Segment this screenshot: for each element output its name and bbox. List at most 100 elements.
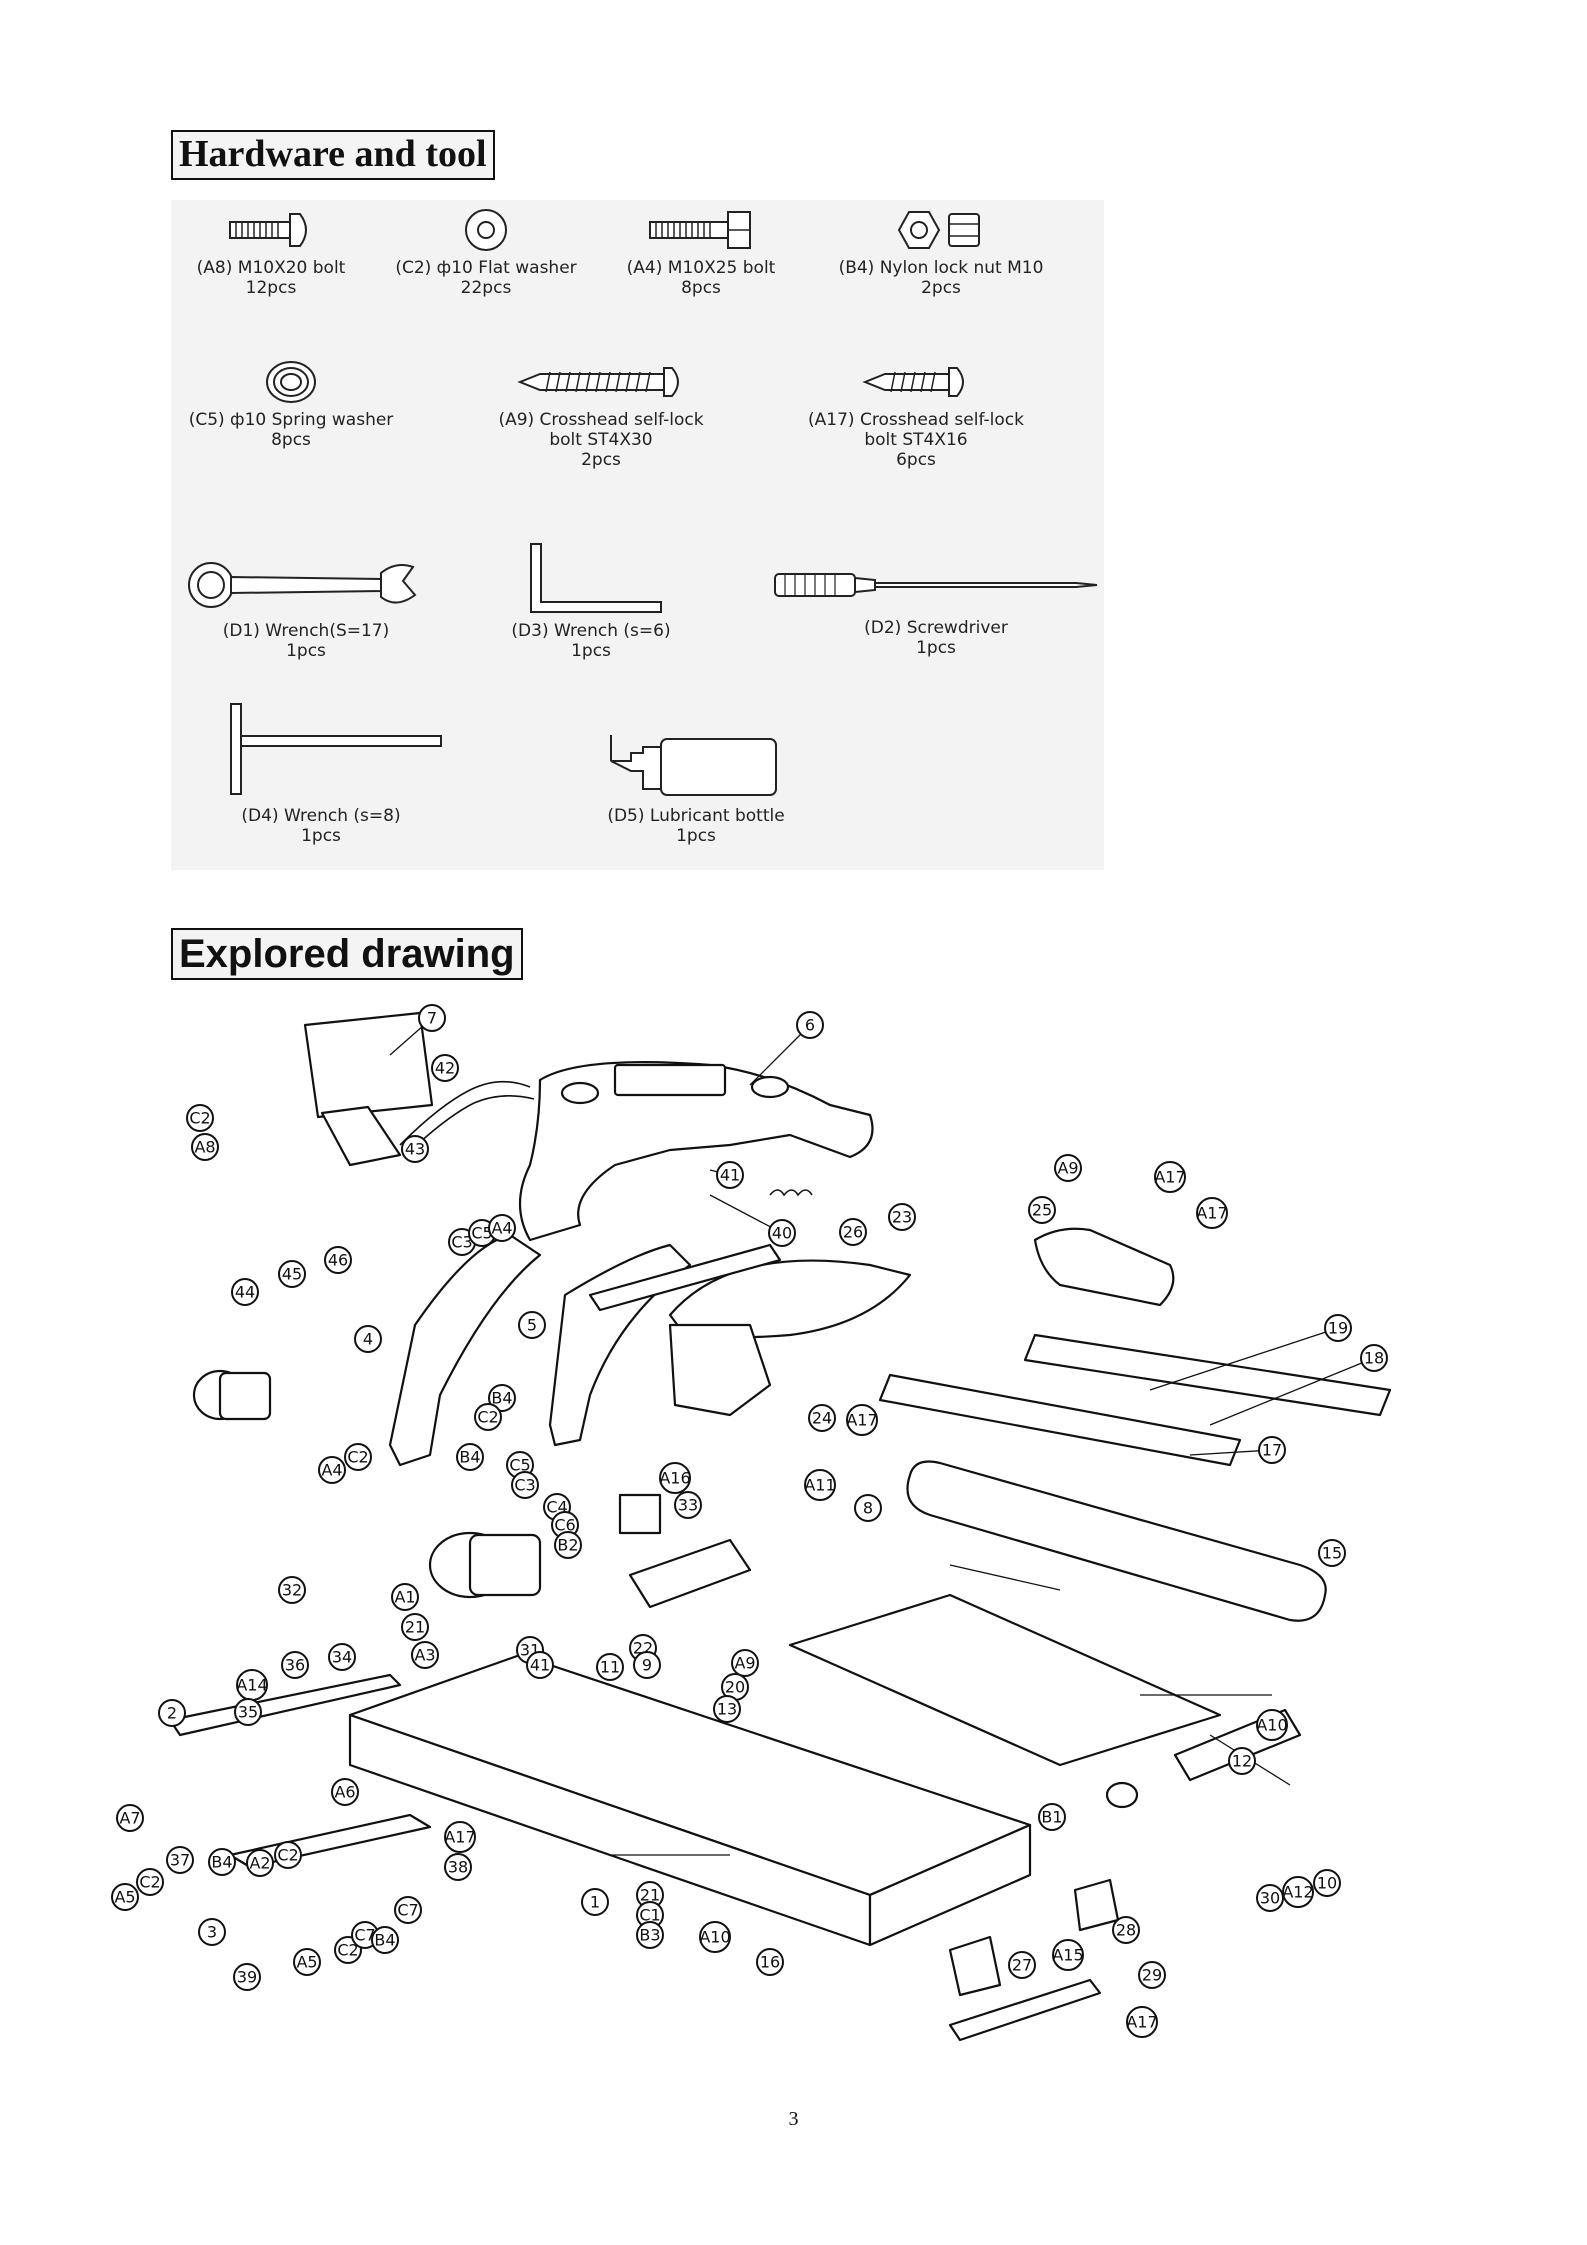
callout-circle — [371, 1926, 399, 1954]
console-body — [518, 1061, 874, 1242]
page-number: 3 — [788, 2108, 799, 2130]
callout-circle — [511, 1471, 539, 1499]
item-qty: 1pcs — [571, 641, 611, 661]
callout-label: C2 — [189, 1109, 210, 1128]
callout-circle — [1052, 1939, 1084, 1971]
callout-label: 4 — [363, 1330, 373, 1349]
part-callout: 27 — [1008, 1951, 1036, 1979]
callout-label: 36 — [285, 1656, 305, 1675]
part-callout: 11 — [596, 1653, 624, 1681]
lock-nut-icon — [897, 211, 980, 249]
item-qty: 1pcs — [916, 638, 956, 658]
part-callout: A9 — [1054, 1154, 1082, 1182]
part-callout: A17 — [846, 1404, 878, 1436]
callout-label: 38 — [448, 1858, 468, 1877]
callout-circle — [281, 1651, 309, 1679]
bolt-icon — [229, 213, 307, 247]
callout-circle — [716, 1161, 744, 1189]
callout-label: 3 — [207, 1923, 217, 1942]
callout-label: 29 — [1142, 1966, 1162, 1985]
callout-label: B3 — [639, 1926, 660, 1945]
part-callout: 24 — [808, 1404, 836, 1432]
callout-label: A3 — [414, 1646, 435, 1665]
callout-label: A17 — [1126, 2013, 1157, 2032]
motor-cover-side — [668, 1323, 772, 1417]
callout-label: A10 — [1256, 1716, 1287, 1735]
callout-circle — [331, 1778, 359, 1806]
part-callout: A1 — [391, 1583, 419, 1611]
callout-label: 11 — [600, 1658, 620, 1677]
part-callout: 46 — [324, 1246, 352, 1274]
incline-motor-body — [218, 1371, 272, 1421]
item-label: (A17) Crosshead self-lock — [808, 410, 1024, 430]
callout-circle — [674, 1491, 702, 1519]
callout-circle — [768, 1219, 796, 1247]
callout-circle — [1196, 1197, 1228, 1229]
callout-label: 45 — [282, 1265, 302, 1284]
callout-circle — [526, 1651, 554, 1679]
callout-label: A5 — [114, 1888, 135, 1907]
callout-circle — [518, 1311, 546, 1339]
callout-label: A15 — [1052, 1946, 1083, 1965]
callout-label: 35 — [238, 1703, 258, 1722]
callout-label: 41 — [530, 1656, 550, 1675]
callout-label: B2 — [557, 1536, 578, 1555]
part-callout: 1 — [581, 1888, 609, 1916]
callout-label: C5 — [509, 1456, 530, 1475]
running-deck — [788, 1593, 1222, 1767]
part-callout: A9 — [731, 1649, 759, 1677]
callout-label: C2 — [139, 1873, 160, 1892]
part-callout: 3 — [198, 1918, 226, 1946]
callout-circle — [208, 1848, 236, 1876]
callout-label: 46 — [328, 1251, 348, 1270]
callout-circle — [418, 1004, 446, 1032]
callout-label: 25 — [1032, 1201, 1052, 1220]
callout-circle — [231, 1278, 259, 1306]
callout-circle — [1154, 1161, 1186, 1193]
bolt-icon — [649, 211, 751, 249]
item-label: (B4) Nylon lock nut M10 — [838, 258, 1044, 278]
part-callout: A17 — [1196, 1197, 1228, 1229]
hardware-item-a17: (A17) Crosshead self-lock bolt ST4X16 6p… — [781, 360, 1051, 470]
callout-circle — [846, 1404, 878, 1436]
callout-label: 20 — [725, 1678, 745, 1697]
callout-circle — [391, 1583, 419, 1611]
console-speaker-left — [560, 1081, 600, 1105]
callout-label: 10 — [1317, 1874, 1337, 1893]
callout-circle — [1138, 1961, 1166, 1989]
end-cap — [1033, 1227, 1175, 1307]
callout-circle — [1360, 1344, 1388, 1372]
callout-circle — [804, 1469, 836, 1501]
callout-circle — [1112, 1916, 1140, 1944]
rear-cap-right — [1073, 1878, 1120, 1932]
callout-label: 21 — [640, 1886, 660, 1905]
hardware-item-a8: (A8) M10X20 bolt 12pcs — [171, 208, 371, 298]
callout-label: C1 — [639, 1906, 660, 1925]
item-qty: 8pcs — [681, 278, 721, 298]
callout-label: 40 — [772, 1224, 792, 1243]
callout-label: B4 — [459, 1448, 480, 1467]
part-callout: 9 — [633, 1651, 661, 1679]
callout-label: C6 — [554, 1516, 575, 1535]
callout-circle — [888, 1203, 916, 1231]
callout-label: A8 — [194, 1138, 215, 1157]
callout-label: 32 — [282, 1581, 302, 1600]
callout-circle — [431, 1054, 459, 1082]
item-label: (C2) ф10 Flat washer — [395, 258, 577, 278]
callout-label: 13 — [717, 1700, 737, 1719]
part-callout: A4 — [488, 1214, 516, 1242]
part-callout: B4 — [488, 1384, 516, 1412]
callout-circle — [633, 1651, 661, 1679]
part-callout: 23 — [888, 1203, 916, 1231]
part-callout: A10 — [699, 1921, 731, 1953]
hardware-section-title: Hardware and tool — [171, 130, 495, 180]
allen-key-icon — [530, 543, 662, 613]
callout-circle — [293, 1948, 321, 1976]
callout-circle — [1126, 2006, 1158, 2038]
hardware-item-d5: (D5) Lubricant bottle 1pcs — [581, 725, 811, 846]
part-callout: 30 — [1256, 1884, 1284, 1912]
monitor-bracket — [320, 1105, 402, 1167]
callout-circle — [808, 1404, 836, 1432]
hardware-item-d2: (D2) Screwdriver 1pcs — [771, 560, 1101, 658]
